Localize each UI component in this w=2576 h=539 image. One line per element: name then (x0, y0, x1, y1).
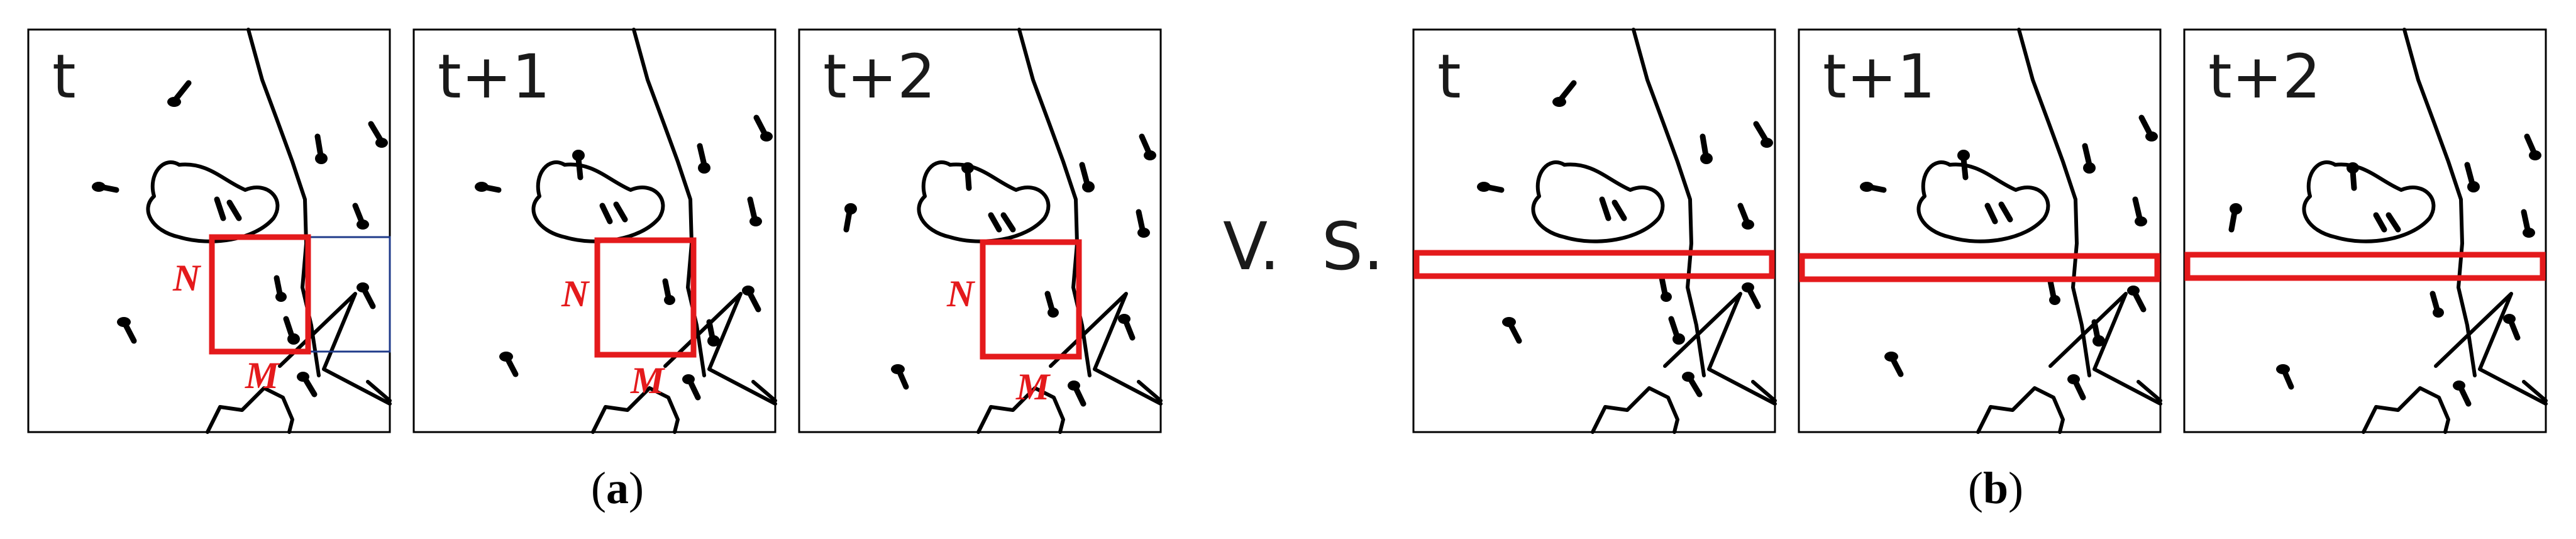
caption-a: (a) (591, 463, 644, 513)
group-a: N M t N M t (27, 28, 1162, 513)
panel-frame (1798, 28, 2162, 433)
panel-frame (412, 28, 777, 433)
corner-label-n: N (561, 273, 590, 314)
versus-label: V. S. (1223, 208, 1384, 285)
object-marker (843, 133, 1156, 407)
panel-frame (2183, 28, 2547, 433)
highlight-strip (2184, 252, 2546, 281)
object-marker (92, 80, 388, 397)
corner-label-n: N (172, 257, 202, 299)
caption-open: ( (1968, 463, 1983, 513)
panel-frame (798, 28, 1162, 433)
highlight-strip (1413, 250, 1775, 279)
time-label: t (52, 42, 76, 112)
time-label: t (1437, 42, 1461, 112)
object-marker (1477, 80, 1773, 397)
caption-b: (b) (1968, 463, 2023, 513)
object-marker (475, 114, 773, 401)
caption-close: ) (2008, 463, 2023, 513)
panel-frame (27, 28, 391, 433)
panel-b-t1: t+1 (1798, 28, 2162, 433)
time-label: t+2 (823, 42, 936, 112)
caption-letter: a (606, 463, 629, 513)
corner-label-m: M (630, 360, 666, 401)
panel-b-t: t (1412, 28, 1776, 433)
caption-close: ) (629, 463, 644, 513)
caption-open: ( (591, 463, 606, 513)
time-label: t+1 (1823, 42, 1935, 112)
panel-a-t: N M t (27, 28, 391, 433)
panel-b-t2: t+2 (2183, 28, 2547, 433)
highlight-strip (1799, 253, 2160, 282)
object-marker (2228, 133, 2541, 407)
corner-label-n: N (946, 273, 976, 314)
panel-frame (1412, 28, 1776, 433)
time-label: t+2 (2208, 42, 2321, 112)
panel-a-t2: N M t+2 (798, 28, 1162, 433)
panel-a-t1: N M t+1 (412, 28, 777, 433)
highlight-box (209, 234, 311, 355)
time-label: t+1 (438, 42, 550, 112)
object-marker (1860, 114, 2158, 401)
highlight-box (594, 237, 697, 358)
group-b: t t+1 (1412, 28, 2547, 513)
caption-letter: b (1983, 463, 2008, 513)
highlight-box (980, 239, 1082, 360)
corner-label-m: M (1015, 366, 1051, 408)
corner-label-m: M (245, 355, 280, 396)
